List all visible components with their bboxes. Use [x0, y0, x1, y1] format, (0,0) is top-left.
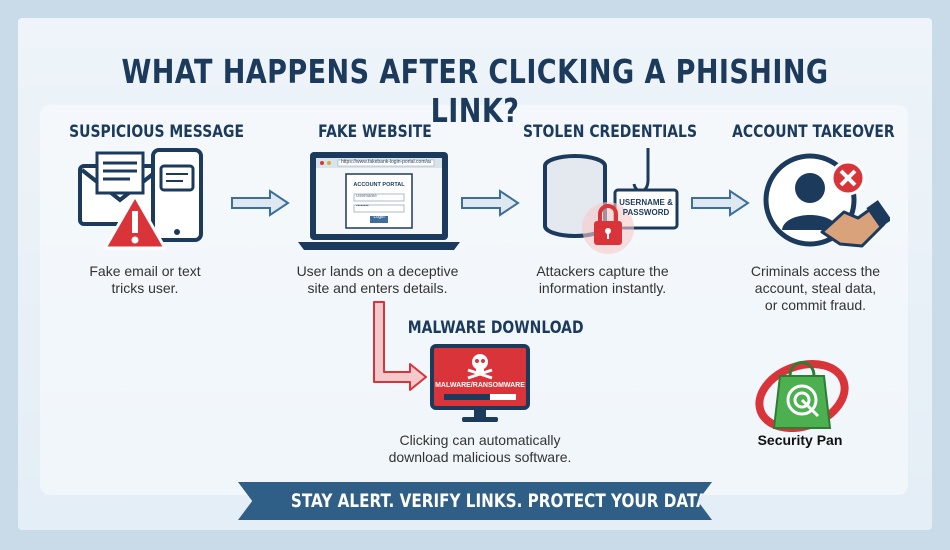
step-title-malware-download: MALWARE DOWNLOAD: [407, 318, 584, 338]
credentials-tag-line1: USERNAME &: [619, 198, 673, 207]
stolen-credentials-icon: [543, 148, 679, 254]
bottom-banner: STAY ALERT. VERIFY LINKS. PROTECT YOUR D…: [238, 482, 712, 520]
step-desc-fake-website: User lands on a deceptive site and enter…: [296, 263, 459, 296]
malware-screen-text: MALWARE/RANSOMWARE: [435, 382, 525, 389]
account-takeover-icon: [763, 153, 890, 248]
step-title-suspicious-message: SUSPICIOUS MESSAGE: [69, 122, 244, 142]
account-portal-label: ACCOUNT PORTAL: [353, 182, 405, 188]
laptop-icon: [298, 152, 460, 250]
phone-icon: [151, 148, 203, 242]
arrow-right-icon: [231, 189, 290, 217]
step-title-fake-website: FAKE WEBSITE: [318, 122, 432, 142]
login-button: Login: [373, 214, 385, 219]
handshake-icon: [820, 200, 890, 248]
banner-text: STAY ALERT. VERIFY LINKS. PROTECT YOUR D…: [290, 490, 714, 512]
arrow-right-icon: [691, 189, 750, 217]
malware-monitor-icon: [430, 344, 530, 422]
fishing-hook-icon: [632, 148, 650, 193]
username-field: Username: [356, 193, 377, 198]
skull-icon: [467, 354, 493, 380]
step-title-account-takeover: ACCOUNT TAKEOVER: [732, 122, 895, 142]
page-title: WHAT HAPPENS AFTER CLICKING A PHISHING L…: [121, 52, 829, 130]
brand-name: Security Pan: [757, 432, 843, 448]
password-field: ••••••••: [356, 203, 369, 208]
step-title-stolen-credentials: STOLEN CREDENTIALS: [523, 122, 697, 142]
envelope-icon: [78, 151, 162, 226]
warning-icon: [103, 194, 167, 250]
lock-icon: [582, 202, 634, 254]
infographic-card: [18, 18, 932, 530]
step-desc-account-takeover: Criminals access the account, steal data…: [750, 263, 881, 313]
security-pan-logo: [755, 360, 849, 432]
arrow-down-right-icon: [373, 301, 427, 391]
close-icon: [830, 160, 866, 196]
step-desc-malware-download: Clicking can automatically download mali…: [388, 432, 572, 465]
step-desc-stolen-credentials: Attackers capture the information instan…: [536, 263, 669, 296]
arrow-right-icon: [461, 189, 520, 217]
credentials-tag-line2: PASSWORD: [622, 208, 670, 217]
suspicious-message-icon: [78, 148, 203, 250]
fake-url-text: https://www.fakebank-login-portal.com/au…: [341, 159, 431, 165]
step-desc-suspicious-message: Fake email or text tricks user.: [89, 263, 201, 296]
